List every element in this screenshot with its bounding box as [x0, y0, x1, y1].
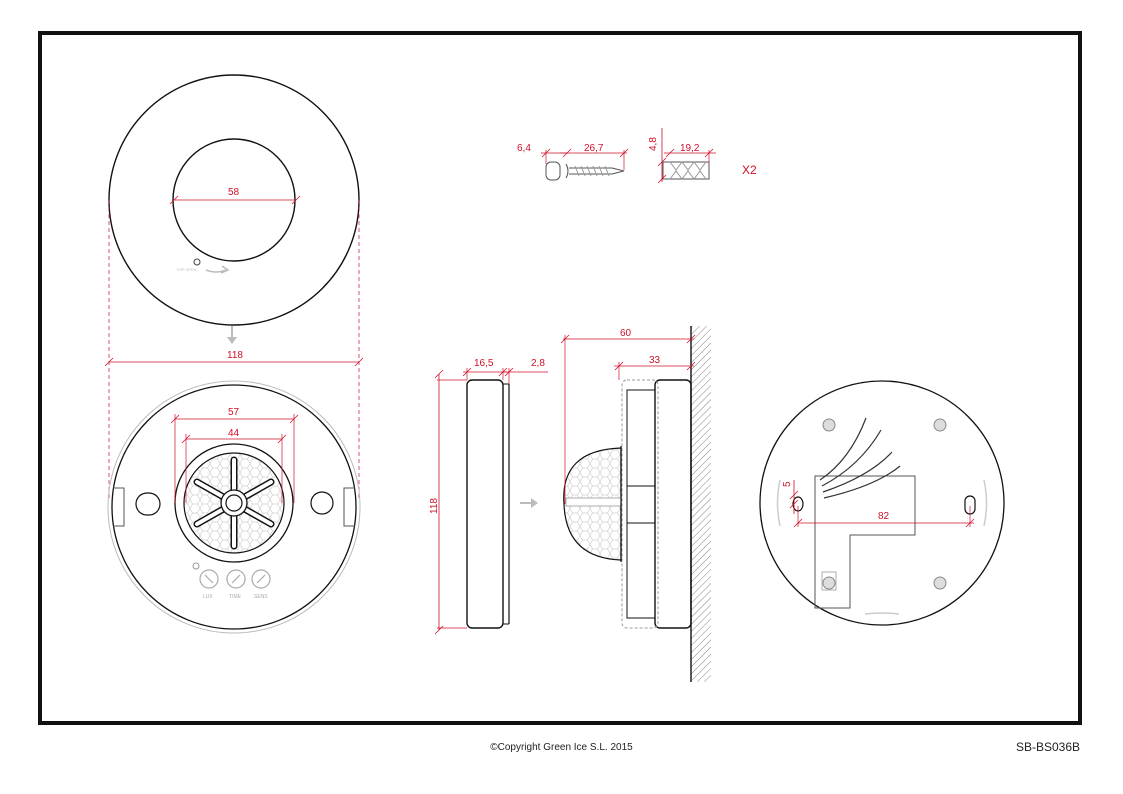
mount-hole-right: [310, 491, 334, 515]
lux-label: LUX: [203, 594, 213, 600]
wires: [819, 417, 901, 499]
arrow-right-icon: [520, 498, 538, 508]
dim-hole-spacing: 82: [878, 511, 890, 522]
screw-head: [545, 161, 561, 181]
drawing-code: SB-BS036B: [1015, 740, 1080, 754]
dim-plug-diameter: 4,8: [648, 137, 659, 151]
screw-boss-1: [822, 418, 836, 432]
dim-plug-length: 19,2: [680, 143, 700, 154]
cover-view: TOP OPEN 58 118: [104, 74, 364, 500]
screw-boss-4: [933, 576, 947, 590]
back-view: 5 82: [759, 380, 1005, 626]
mount-slot-left: [135, 492, 161, 516]
front-body: [111, 384, 357, 630]
mounted-view: 60 33: [560, 326, 711, 682]
time-label: TIME: [229, 594, 242, 600]
dim-screw-head: 6,4: [517, 143, 531, 154]
side-view: 118 16,5 2,8: [429, 358, 548, 635]
dim-hole-offset: 5: [782, 481, 793, 487]
status-led: [192, 562, 200, 570]
side-body: [466, 379, 504, 629]
dim-mount-total: 60: [620, 328, 632, 339]
rotate-arrow-icon: [205, 269, 227, 273]
sens-knob: [251, 569, 271, 589]
dim-side-height: 118: [429, 498, 440, 514]
lens-center: [225, 494, 243, 512]
front-outer-ring: [107, 380, 361, 634]
dim-side-gap: 2,8: [531, 358, 545, 369]
sens-label: SENS: [254, 594, 268, 600]
arrow-down-icon: [227, 326, 237, 344]
back-plate: [759, 380, 1005, 626]
time-knob: [226, 569, 246, 589]
dim-mount-base: 33: [649, 355, 661, 366]
dim-screw-length: 26,7: [584, 143, 604, 154]
ghost-body: [621, 379, 659, 629]
cover-hole: [193, 258, 201, 266]
accessories-view: 6,4 26,7 4,8 19,2 X2: [517, 128, 757, 184]
screw-icon: [565, 163, 625, 179]
screw-boss-3: [822, 576, 836, 590]
arrow-legend: TOP OPEN: [176, 267, 197, 272]
wall-plug-icon: [662, 161, 710, 180]
lux-knob: [199, 569, 219, 589]
dim-cover-inner: 58: [228, 187, 240, 198]
terminal-block: [814, 475, 916, 609]
dim-lens-inner: 44: [228, 428, 240, 439]
dim-overall-diameter: 118: [227, 350, 243, 361]
dim-lens-outer: 57: [228, 407, 240, 418]
screw-boss-2: [933, 418, 947, 432]
front-view: LUX TIME SENS 57 44: [107, 380, 361, 634]
drawing-frame: [38, 31, 1082, 725]
mount-base: [654, 379, 692, 629]
wall-hatch: [691, 326, 711, 682]
quantity-label: X2: [742, 163, 757, 177]
copyright-notice: ©Copyright Green Ice S.L. 2015: [490, 742, 633, 753]
dim-side-depth: 16,5: [474, 358, 494, 369]
